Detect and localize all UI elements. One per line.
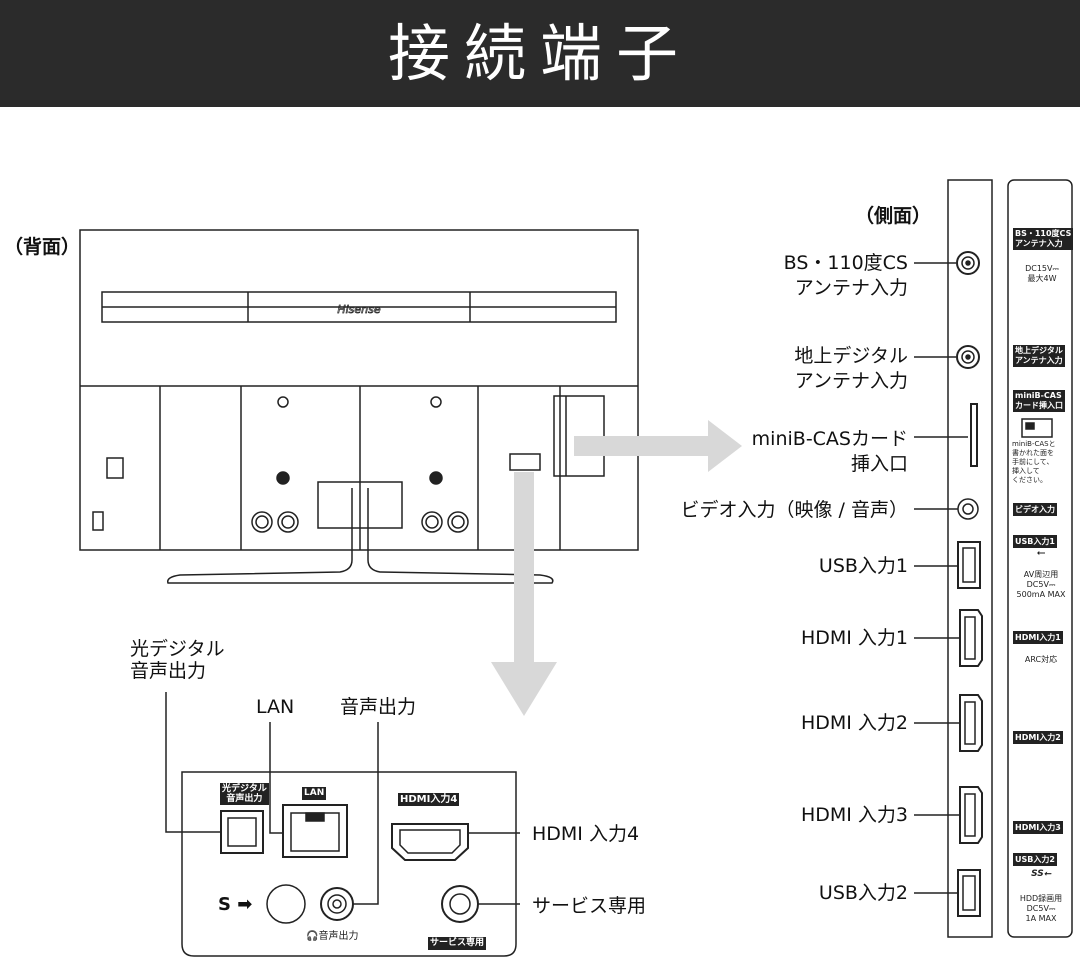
optical-out-tag-line2: 音声出力 (226, 794, 263, 804)
bcas-note-line4: 挿入して (1012, 467, 1040, 475)
bs-note-line2: 最大4W (1027, 274, 1057, 283)
bs-tag: BS・110度CS アンテナ入力 (1013, 228, 1074, 250)
hdmi1-note: ARC対応 (1024, 655, 1058, 664)
service-tag: サービス専用 (428, 937, 487, 950)
optical-out-callout-line2: 音声出力 (130, 660, 207, 682)
usb1-callout: USB入力1 (818, 555, 908, 577)
bcas-note-line1: miniB-CASと (1012, 440, 1056, 448)
bcas-note-line5: ください。 (1012, 476, 1047, 484)
video-in-tag: ビデオ入力 (1013, 503, 1057, 516)
terrestrial-tag: 地上デジタル アンテナ入力 (1013, 345, 1065, 367)
bs-callout-line2: アンテナ入力 (794, 277, 908, 299)
bcas-tag-line2: カード挿入口 (1015, 401, 1063, 410)
bcas-tag: miniB-CAS カード挿入口 (1013, 390, 1065, 412)
optical-out-tag: 光デジタル 音声出力 (220, 783, 269, 805)
hdmi4-tag: HDMI入力4 (398, 793, 460, 806)
bcas-note-line2: 書かれた面を (1012, 449, 1054, 457)
hdmi3-callout: HDMI 入力3 (800, 804, 908, 826)
rear-view-label: （背面） (4, 236, 81, 258)
bcas-callout-line1: miniB-CASカード (751, 428, 908, 450)
hdmi3-tag: HDMI入力3 (1013, 821, 1063, 834)
side-view-label: （側面） (855, 205, 932, 227)
terrestrial-callout-line1: 地上デジタル (794, 345, 908, 367)
video-in-callout: ビデオ入力（映像 / 音声） (680, 499, 908, 521)
side-panel-illustration (914, 179, 1073, 938)
usb1-note-line2: DC5V⎓ (1026, 580, 1056, 589)
usb-superspeed-icon: SS⭠ (1031, 869, 1051, 879)
hdmi1-tag: HDMI入力1 (1013, 631, 1063, 644)
hdmi1-callout: HDMI 入力1 (800, 627, 908, 649)
usb1-tag: USB入力1 (1013, 535, 1057, 548)
usb1-note: AV周辺用 DC5V⎓ 500mA MAX (1012, 570, 1070, 600)
bcas-tag-line1: miniB-CAS (1015, 391, 1062, 400)
hdmi2-tag: HDMI入力2 (1013, 731, 1063, 744)
usb2-note-line1: HDD録画用 (1019, 894, 1063, 903)
hdmi2-callout: HDMI 入力2 (800, 712, 908, 734)
optical-out-callout-line1: 光デジタル (130, 638, 225, 660)
s-terminal-label: S ➡ (218, 894, 253, 915)
bcas-callout-line2: 挿入口 (850, 453, 908, 475)
terrestrial-callout-line2: アンテナ入力 (794, 370, 908, 392)
audio-out-panel-label: 🎧音声出力 (306, 932, 358, 942)
grey-arrows (491, 420, 742, 716)
bs-tag-line2: アンテナ入力 (1015, 239, 1063, 248)
usb2-note: HDD録画用 DC5V⎓ 1A MAX (1012, 894, 1070, 924)
usb2-callout: USB入力2 (818, 882, 908, 904)
bs-callout-line1: BS・110度CS (783, 252, 908, 274)
headphone-icon: 🎧 (306, 931, 319, 942)
brand-logo: Hisense (337, 303, 381, 316)
usb-icon: ⭠ (1036, 546, 1046, 559)
header-bar: 接続端子 (0, 0, 1080, 107)
optical-out-tag-line1: 光デジタル (222, 784, 267, 794)
bs-tag-line1: BS・110度CS (1015, 229, 1072, 238)
usb2-tag: USB入力2 (1013, 853, 1057, 866)
usb1-note-line3: 500mA MAX (1016, 590, 1066, 599)
audio-out-panel-text: 音声出力 (318, 931, 359, 942)
terrestrial-tag-line1: 地上デジタル (1015, 346, 1063, 355)
usb2-note-line2: DC5V⎓ (1026, 904, 1056, 913)
tv-rear-illustration (79, 229, 639, 584)
rear-terminal-panel (165, 692, 520, 957)
audio-out-callout: 音声出力 (340, 696, 417, 718)
bs-note-line1: DC15V⎓ (1025, 264, 1059, 273)
bcas-note: miniB-CASと 書かれた面を 手前にして、 挿入して ください。 (1012, 440, 1068, 485)
page-title: 接続端子 (387, 17, 692, 90)
lan-tag: LAN (302, 787, 327, 800)
bcas-note-line3: 手前にして、 (1012, 458, 1054, 466)
lan-callout: LAN (256, 696, 295, 718)
bs-note: DC15V⎓ 最大4W (1016, 264, 1068, 284)
usb2-note-line3: 1A MAX (1025, 914, 1057, 923)
terrestrial-tag-line2: アンテナ入力 (1015, 356, 1063, 365)
service-callout: サービス専用 (532, 895, 647, 917)
hdmi4-callout: HDMI 入力4 (532, 823, 640, 845)
usb1-note-line1: AV周辺用 (1023, 570, 1059, 579)
